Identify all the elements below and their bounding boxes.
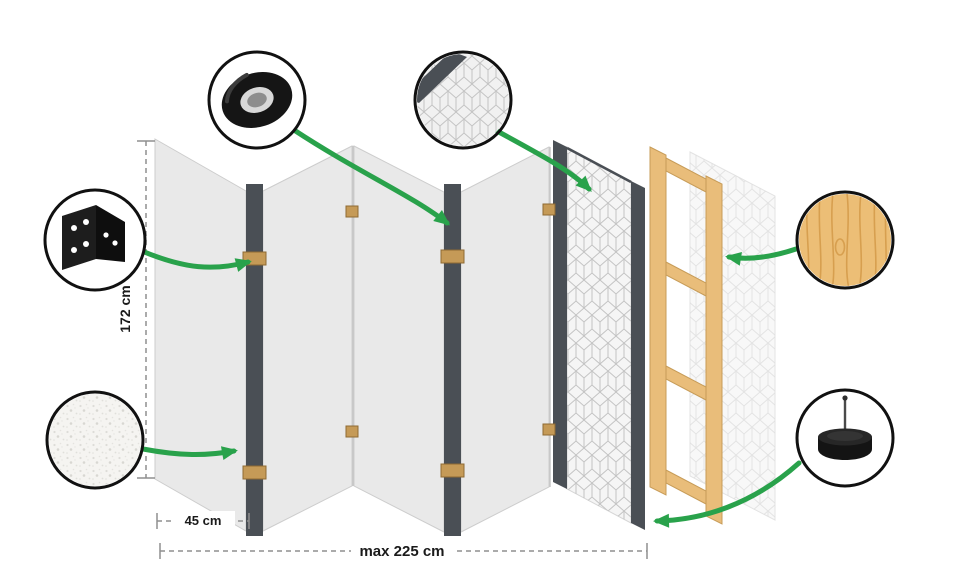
frame-left-rail [649,146,667,496]
callout-circle [413,50,513,150]
pattern-swatch-icon [417,54,509,146]
callout-felt-pad [795,388,895,488]
callout-corner-bracket [43,188,147,292]
arrow-feltpad-to-base [653,460,802,528]
panel-4 [460,146,550,533]
panel-3 [353,145,445,533]
callout-wood-swatch [795,190,895,290]
wood-swatch-icon [799,194,891,286]
hinge-bracket [345,205,359,218]
height-dimension [137,140,155,479]
printed-canvas-sheet [689,151,776,521]
hinge-bracket [440,249,465,264]
arrow-wood-to-frame [725,246,799,266]
max-width-label-bg [351,541,453,561]
panel-1 [154,138,247,532]
callout-circle [795,190,895,290]
frame-rung [665,261,707,297]
arrow-plaster-to-panel [140,446,238,460]
corner-bracket-icon [62,205,125,270]
callout-arrows [139,127,802,528]
felt-pad-icon [818,395,872,460]
callout-tape-roll [207,50,307,150]
panel-5-left-edge [553,140,567,489]
panel-edge-strip [246,184,263,536]
hinge-bracket [542,423,556,436]
panel-edge-strip [444,184,461,536]
frame-right-rail [705,175,723,525]
height-label: 172 cm [117,285,133,332]
wooden-frame [649,146,723,525]
frame-rung [665,365,707,401]
arrow-pattern-to-panel [494,128,592,192]
patterned-panel [553,140,645,530]
panel-width-label: 45 cm [185,513,222,528]
frame-rung [665,469,707,505]
arrow-tape-to-fold [291,127,451,226]
tape-roll-icon [221,72,293,128]
panel-5-top-edge [566,146,632,184]
arrow-bracket-to-hinge [139,248,252,272]
callout-pattern-swatch [413,50,513,150]
frame-rung [665,157,707,193]
panel-2 [262,145,353,532]
hinges [242,203,556,480]
panel-5-right-edge [631,181,645,530]
panel-width-label-bg [171,511,235,530]
hinge-bracket [345,425,359,438]
hinge-bracket [242,465,267,480]
hinge-bracket [440,463,465,478]
callout-plaster-swatch [45,390,145,490]
plaster-swatch-icon [49,394,141,486]
folding-screen-panels [154,138,550,533]
callout-circle [45,390,145,490]
hinge-bracket [542,203,556,216]
max-width-label: max 225 cm [359,543,444,560]
